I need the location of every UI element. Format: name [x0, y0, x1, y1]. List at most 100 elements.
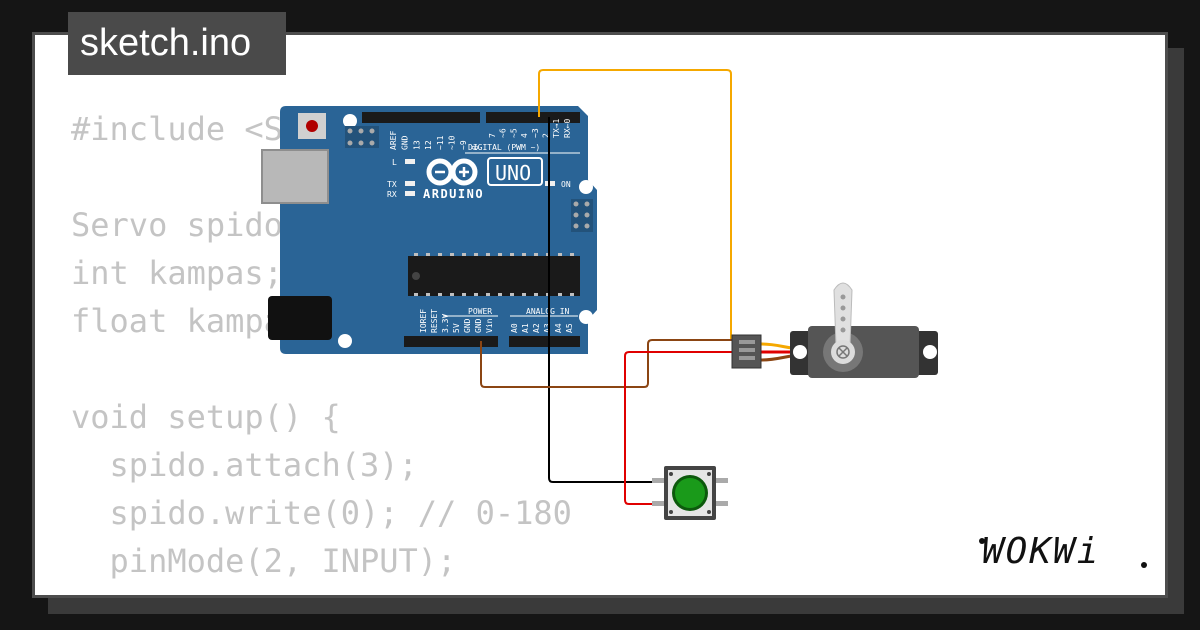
pin-label: ~11 — [436, 135, 445, 150]
chip-pin — [558, 253, 562, 256]
chip-pin — [570, 293, 574, 296]
led-rx — [405, 191, 415, 196]
pin-label: A1 — [521, 323, 530, 333]
code-line: int kampas; — [71, 254, 283, 292]
atmega-chip — [408, 256, 580, 296]
digital-header-right — [486, 112, 580, 123]
pin-label: 5V — [452, 323, 461, 333]
power-label: POWER — [468, 307, 492, 316]
pin-label: 7 — [488, 133, 497, 138]
pin-label: ~3 — [531, 128, 540, 138]
chip-pin — [486, 293, 490, 296]
led-rx-label: RX — [387, 190, 397, 199]
pin-label: Vin — [485, 318, 494, 333]
file-tab[interactable]: sketch.ino — [68, 12, 286, 75]
signal-wire — [538, 69, 744, 341]
chip-pin — [522, 253, 526, 256]
analog-header — [509, 336, 580, 347]
wokwi-logo-text: WOKWi — [982, 531, 1100, 572]
board-model: UNO — [495, 161, 531, 185]
pin-label: A3 — [543, 323, 552, 333]
gnd-wire-servo — [480, 339, 732, 388]
chip-pin — [498, 253, 502, 256]
code-line: spido.attach(3); — [71, 446, 418, 484]
chip-pin — [570, 253, 574, 256]
chip-pin — [438, 253, 442, 256]
pin-label: GND — [401, 135, 410, 150]
vcc-wire — [624, 351, 732, 505]
icsp-header — [345, 126, 379, 148]
pin-label: A5 — [565, 323, 574, 333]
chip-pin — [510, 253, 514, 256]
pin-label: IOREF — [419, 309, 428, 333]
led-l — [405, 159, 415, 164]
chip-pin — [462, 293, 466, 296]
pin-label: RESET — [430, 309, 439, 333]
pin-label: AREF — [389, 131, 398, 150]
wokwi-logo-mark: WOKWi — [979, 531, 1147, 572]
chip-pin — [462, 253, 466, 256]
chip-pin — [438, 293, 442, 296]
arduino-logo — [426, 158, 478, 186]
pin-label: A0 — [510, 323, 519, 333]
pin-label: ~5 — [509, 128, 518, 138]
board-brand: ARDUINO — [423, 187, 484, 201]
pin-label: ~9 — [459, 140, 468, 150]
pin-label: GND — [463, 318, 472, 333]
pin-label: ~6 — [499, 128, 508, 138]
mounting-hole — [343, 114, 357, 128]
mounting-hole — [338, 334, 352, 348]
pin-label: 13 — [412, 140, 421, 150]
servo-horn — [833, 282, 853, 347]
chip-pin — [414, 293, 418, 296]
analog-label: ANALOG IN — [526, 307, 570, 316]
power-header — [404, 336, 498, 347]
wokwi-logo: WOKWi — [978, 527, 1148, 578]
led-tx — [405, 181, 415, 186]
power-jack — [268, 296, 332, 340]
code-line: void setup() { — [71, 398, 341, 436]
led-l-label: L — [392, 158, 397, 167]
button-cap — [675, 478, 705, 508]
digital-label: DIGITAL (PWM ~) — [468, 143, 540, 152]
pin-label: A4 — [554, 323, 563, 333]
code-line: pinMode(2, INPUT); — [71, 542, 457, 580]
gnd-wire-button — [548, 117, 662, 483]
led-tx-label: TX — [387, 180, 397, 189]
wires — [480, 69, 744, 505]
code-line: Serial.begin(9600); — [71, 585, 572, 595]
pin-label: 8 — [471, 145, 480, 150]
chip-pin — [426, 253, 430, 256]
pin-label: 2 — [542, 133, 551, 138]
chip-pin — [534, 293, 538, 296]
chip-pin — [474, 253, 478, 256]
code-line: spido.write(0); // 0-180 — [71, 494, 572, 532]
chip-pin — [510, 293, 514, 296]
chip-pin — [450, 293, 454, 296]
pin-label: ~10 — [448, 135, 457, 150]
chip-pin — [498, 293, 502, 296]
icsp-header-right — [571, 199, 593, 232]
reset-button-cap — [306, 120, 318, 132]
pin-label: A2 — [532, 323, 541, 333]
servo-motor[interactable] — [731, 282, 938, 378]
chip-pin — [426, 293, 430, 296]
board-model-box — [487, 157, 543, 186]
pin-label: 12 — [424, 140, 433, 150]
pin-label: RX←0 — [563, 119, 572, 138]
pushbutton[interactable] — [652, 466, 728, 520]
mounting-hole — [579, 310, 593, 324]
chip-pin — [558, 293, 562, 296]
chip-pin — [450, 253, 454, 256]
pin-label: 3.3V — [441, 314, 450, 333]
chip-pin — [474, 293, 478, 296]
pin-label: 4 — [520, 133, 529, 138]
chip-pin — [534, 253, 538, 256]
pin-label: GND — [474, 318, 483, 333]
chip-pin — [486, 253, 490, 256]
chip-notch — [412, 272, 420, 280]
